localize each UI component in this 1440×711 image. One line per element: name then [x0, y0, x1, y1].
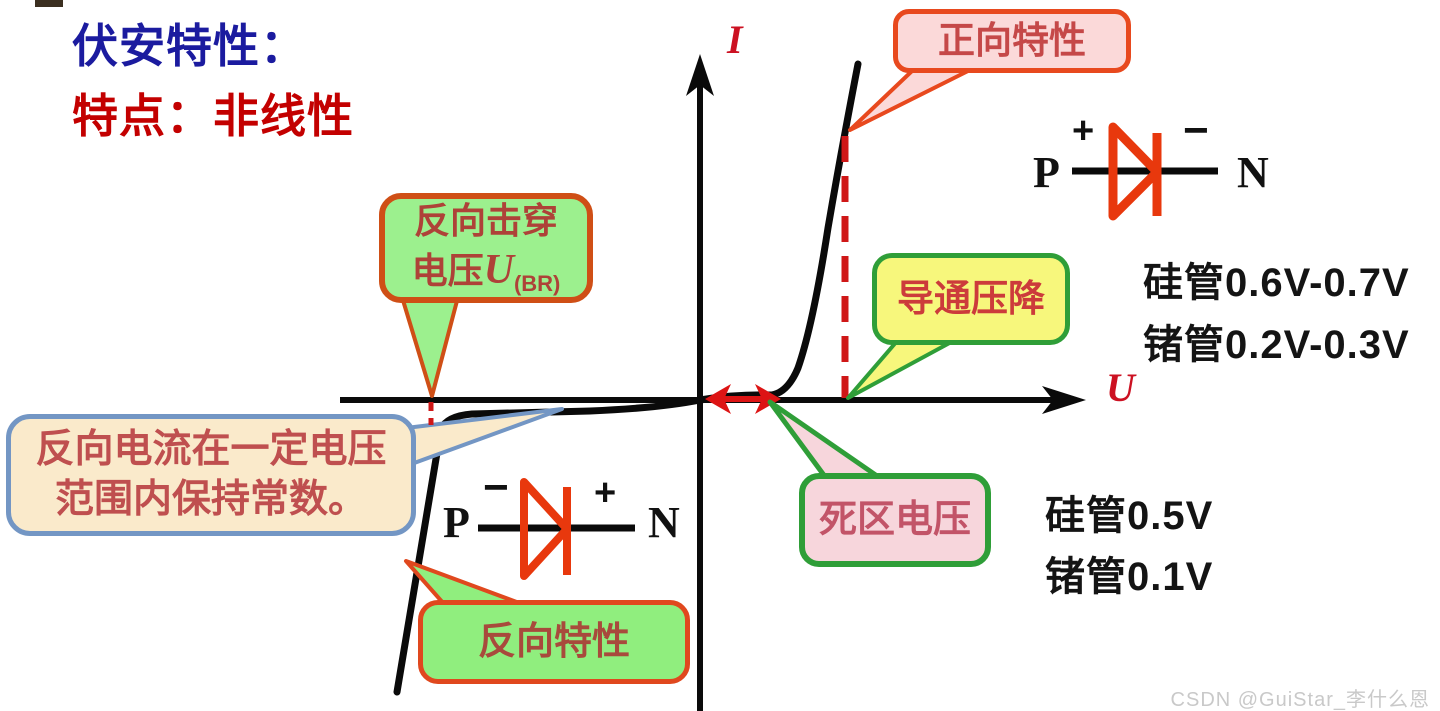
diode-reverse-n-label: N [648, 498, 680, 547]
watermark: CSDN @GuiStar_李什么恩 [1170, 689, 1430, 711]
x-axis-label: U [1106, 365, 1135, 410]
callout-reverse-characteristic: 反向特性 [418, 600, 690, 684]
dead-zone-arrow-right [755, 384, 781, 414]
y-axis-arrowhead [686, 54, 714, 96]
callout-reverse-label: 反向特性 [477, 620, 630, 663]
callout-forward-label: 正向特性 [938, 20, 1086, 62]
diode-forward-plus-sign: + [1072, 110, 1095, 152]
dead-zone-arrow-left [705, 384, 731, 414]
breakdown-callout-tail [400, 295, 460, 398]
y-axis-label: I [727, 17, 743, 62]
breakdown-voltage-symbol: U [483, 246, 514, 293]
conduction-callout-tail [846, 338, 957, 400]
diode-forward-n-label: N [1237, 148, 1269, 197]
callout-reverse-breakdown-voltage: 反向击穿 电压U(BR) [379, 193, 593, 303]
conduction-voltage-germanium: 锗管0.2V-0.3V [1143, 323, 1410, 367]
title-vi-characteristic: 伏安特性： [72, 20, 307, 72]
dead-zone-callout-tail [767, 399, 883, 481]
breakdown-voltage-subscript: (BR) [513, 271, 561, 297]
callout-forward-characteristic: 正向特性 [893, 9, 1131, 73]
title-nonlinear-feature: 特点：非线性 [72, 90, 354, 142]
diode-forward-p-label: P [1033, 148, 1060, 197]
diode-anode-triangle [1108, 122, 1162, 221]
callout-breakdown-line1: 反向击穿 [413, 199, 558, 241]
x-axis-arrowhead [1042, 386, 1086, 414]
dead-zone-voltage-silicon: 硅管0.5V [1045, 494, 1214, 538]
callout-conduction-label: 导通压降 [897, 278, 1045, 320]
diode-anode-triangle [520, 478, 571, 580]
diode-reverse-plus-sign: + [594, 472, 617, 514]
callout-breakdown-line2: 电压U(BR) [411, 246, 561, 297]
dead-zone-voltage-germanium: 锗管0.1V [1045, 555, 1214, 599]
reverse-current-callout-tail [404, 407, 564, 468]
callout-dead-zone-voltage: 死区电压 [799, 473, 991, 567]
diode-reverse-minus-sign: − [483, 463, 509, 512]
callout-dead-zone-label: 死区电压 [818, 498, 971, 541]
callout-reverse-current-line2: 范围内保持常数。 [54, 478, 367, 521]
callout-reverse-current-line1: 反向电流在一定电压 [35, 428, 387, 472]
slide-corner-icon [35, 0, 63, 7]
reverse-callout-tail [404, 559, 524, 606]
diode-curve [393, 60, 862, 696]
callout-reverse-current-note: 反向电流在一定电压 范围内保持常数。 [6, 414, 416, 536]
conduction-voltage-silicon: 硅管0.6V-0.7V [1143, 261, 1410, 305]
diode-symbol-reverse [478, 478, 635, 580]
callout-conduction-voltage-drop: 导通压降 [872, 253, 1070, 345]
diode-symbol-forward [1072, 122, 1218, 221]
diode-forward-minus-sign: − [1183, 106, 1209, 155]
diode-reverse-p-label: P [443, 498, 470, 547]
forward-callout-tail [848, 69, 970, 132]
